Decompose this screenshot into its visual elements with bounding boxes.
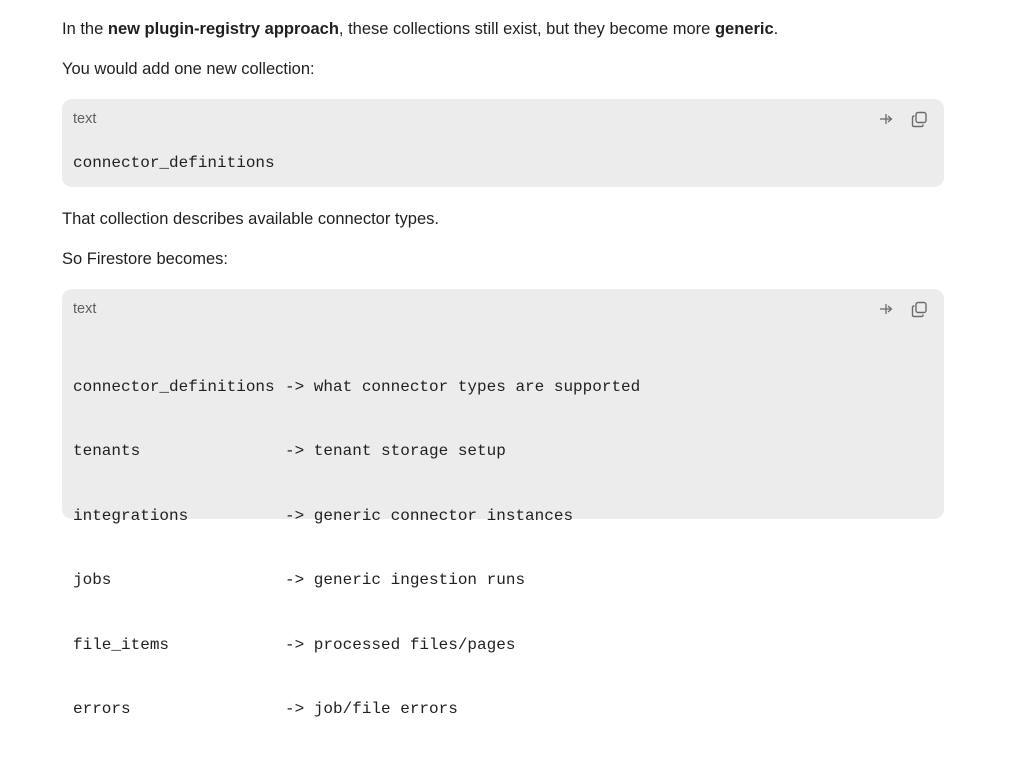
collection-description: -> generic connector instances bbox=[285, 506, 574, 525]
collection-name: jobs bbox=[73, 571, 112, 590]
code-row: connector_definitions -> what connector t… bbox=[73, 378, 640, 406]
collection-description: -> what connector types are supported bbox=[285, 378, 641, 396]
intro-text-pre: In the bbox=[62, 20, 108, 38]
intro-text-mid: , these collections still exist, but the… bbox=[338, 20, 715, 38]
wrap-icon[interactable] bbox=[878, 300, 896, 318]
copy-icon[interactable] bbox=[910, 110, 928, 128]
collection-description: -> tenant storage setup bbox=[285, 442, 506, 461]
collection-description: -> job/file errors bbox=[285, 699, 458, 718]
collection-name: integrations bbox=[73, 506, 189, 525]
collection-description: -> generic ingestion runs bbox=[285, 571, 526, 590]
code-actions bbox=[878, 300, 928, 318]
code-language-label: text bbox=[73, 111, 97, 127]
intro-bold-generic: generic bbox=[714, 20, 774, 38]
code-language-label: text bbox=[73, 301, 97, 317]
paragraph-firestore: So Firestore becomes: bbox=[62, 250, 228, 268]
collection-description: -> processed files/pages bbox=[285, 635, 516, 654]
collection-name: connector_definitions bbox=[73, 378, 275, 396]
code-block-connector-definitions: text connector_definitions bbox=[62, 99, 944, 187]
collection-name: file_items bbox=[73, 635, 170, 654]
code-row: errors -> job/file errors bbox=[73, 700, 640, 728]
collection-name: errors bbox=[73, 699, 131, 718]
paragraph-intro: In the new plugin-registry approach, the… bbox=[62, 17, 778, 41]
code-content: connector_definitions bbox=[73, 154, 275, 172]
paragraph-add-collection: You would add one new collection: bbox=[62, 60, 315, 78]
collection-name: tenants bbox=[73, 442, 141, 461]
intro-bold-approach: new plugin-registry approach bbox=[107, 20, 339, 38]
code-block-firestore-collections: text connector_definitions -> what connec… bbox=[62, 289, 944, 718]
code-content: connector_definitions -> what connector t… bbox=[73, 342, 640, 764]
intro-text-post: . bbox=[773, 20, 779, 38]
code-row: jobs -> generic ingestion runs bbox=[73, 571, 640, 599]
copy-icon[interactable] bbox=[910, 300, 928, 318]
paragraph-describes: That collection describes available conn… bbox=[62, 210, 439, 228]
code-row: integrations -> generic connector instanc… bbox=[73, 507, 640, 535]
code-row: tenants -> tenant storage setup bbox=[73, 442, 640, 470]
wrap-icon[interactable] bbox=[878, 110, 896, 128]
code-actions bbox=[878, 110, 928, 128]
code-row: file_items -> processed files/pages bbox=[73, 636, 640, 664]
